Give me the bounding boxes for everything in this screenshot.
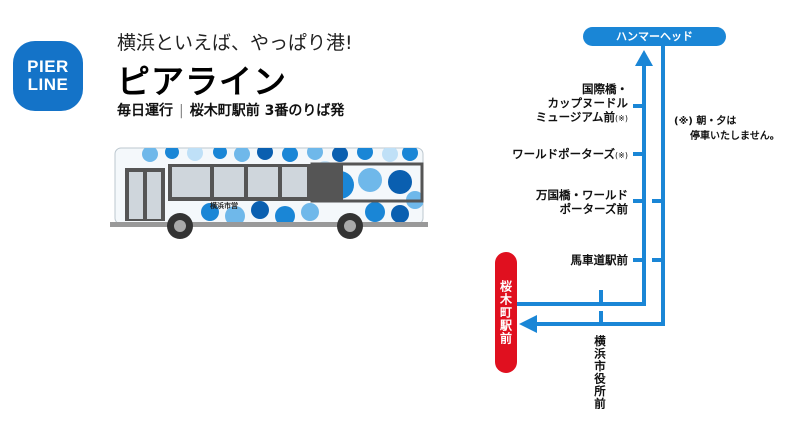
arrow-up-icon [635, 50, 653, 66]
stop-city-hall: 横浜市役所前 [593, 335, 607, 410]
stop-world-porters: ワールドポーターズ(※) [512, 147, 628, 161]
bus-illustration: 横浜市営 [110, 147, 428, 239]
logo-line2: LINE [27, 75, 69, 94]
terminal-hammerhead: ハンマーヘッド [583, 27, 726, 46]
separator: | [179, 103, 184, 119]
svg-text:横浜市営: 横浜市営 [210, 201, 238, 210]
page-title: ピアライン [117, 62, 287, 101]
stop-note: (※) 朝・夕は 停車いたしません。 [674, 116, 780, 142]
stop-kokusaibashi: 国際橋・ カップヌードル ミュージアム前(※) [535, 82, 628, 124]
pier-line-logo: PIER LINE [13, 41, 83, 111]
schedule: 毎日運行 [117, 103, 173, 119]
logo-line1: PIER [27, 57, 69, 76]
terminal-sakuragicho: 桜木町駅前 [495, 252, 517, 373]
arrow-left-icon [519, 315, 537, 333]
departure-info: 桜木町駅前 3番のりば発 [189, 103, 345, 119]
tagline: 横浜といえば、やっぱり港! [117, 32, 353, 54]
stop-bashamichi: 馬車道駅前 [570, 253, 629, 267]
service-info: 毎日運行 | 桜木町駅前 3番のりば発 [117, 100, 344, 120]
stop-bankokubashi: 万国橋・ワールド ポーターズ前 [536, 188, 628, 216]
